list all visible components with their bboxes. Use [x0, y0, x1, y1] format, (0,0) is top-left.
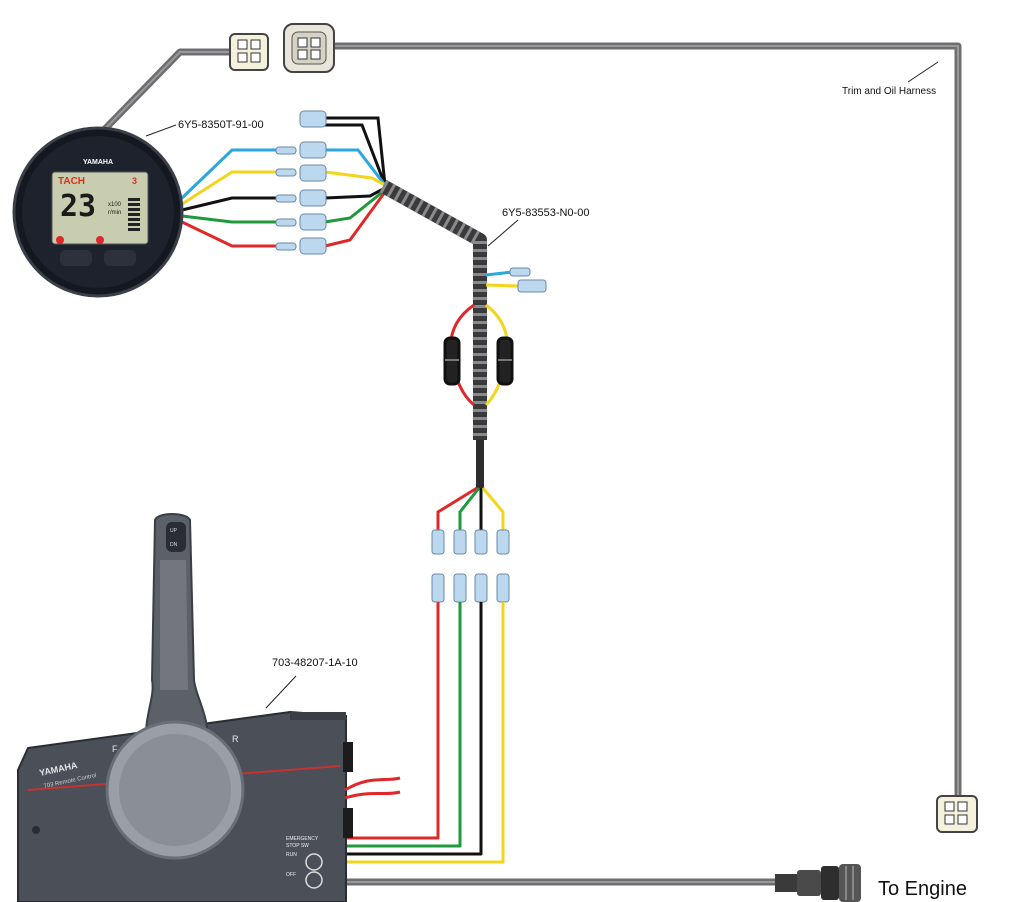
remote-stop: STOP SW	[286, 843, 309, 849]
gauge-unit: r/min	[108, 210, 121, 216]
tach-part-label: 6Y5-8350T-91-00	[178, 119, 264, 131]
remote-off: OFF	[286, 872, 296, 878]
control-female-terminals	[431, 573, 510, 603]
trim-oil-harness-label: Trim and Oil Harness	[842, 86, 936, 97]
gauge-mode: TACH	[58, 176, 85, 187]
tach-wires	[180, 116, 387, 248]
control-part-label: 703-48207-1A-10	[272, 657, 358, 669]
harness-male-terminals	[431, 529, 510, 555]
tach-terminals	[275, 110, 327, 255]
wire-harness	[379, 179, 487, 488]
remote-up: UP	[170, 528, 178, 534]
gauge-brand: YAMAHA	[83, 159, 113, 166]
small-4pin-connector	[229, 33, 269, 71]
to-engine-label: To Engine	[878, 878, 967, 900]
tachometer-gauge	[12, 126, 184, 298]
gauge-reading: 23	[60, 189, 96, 224]
trim-oil-4pin-connector	[936, 795, 978, 833]
remote-dn: DN	[170, 542, 178, 548]
fuse-loops	[443, 303, 514, 407]
harness-branch-terminals	[485, 267, 547, 293]
large-4pin-connector	[283, 23, 335, 73]
remote-reverse: R	[232, 734, 239, 744]
engine-connector-plug	[775, 864, 861, 902]
harness-part-label: 6Y5-83553-N0-00	[502, 207, 589, 219]
leader-lines	[145, 61, 939, 709]
gauge-multiplier: x100	[108, 202, 122, 208]
remote-forward: F	[112, 744, 118, 754]
remote-control	[17, 513, 401, 902]
gauge-unit-badge: 3	[132, 176, 137, 186]
control-wires	[340, 602, 505, 864]
remote-emergency: EMERGENCY	[286, 836, 319, 842]
remote-run: RUN	[286, 852, 297, 858]
harness-fanout-wires	[436, 486, 505, 530]
trim-oil-harness-cable	[326, 42, 962, 804]
